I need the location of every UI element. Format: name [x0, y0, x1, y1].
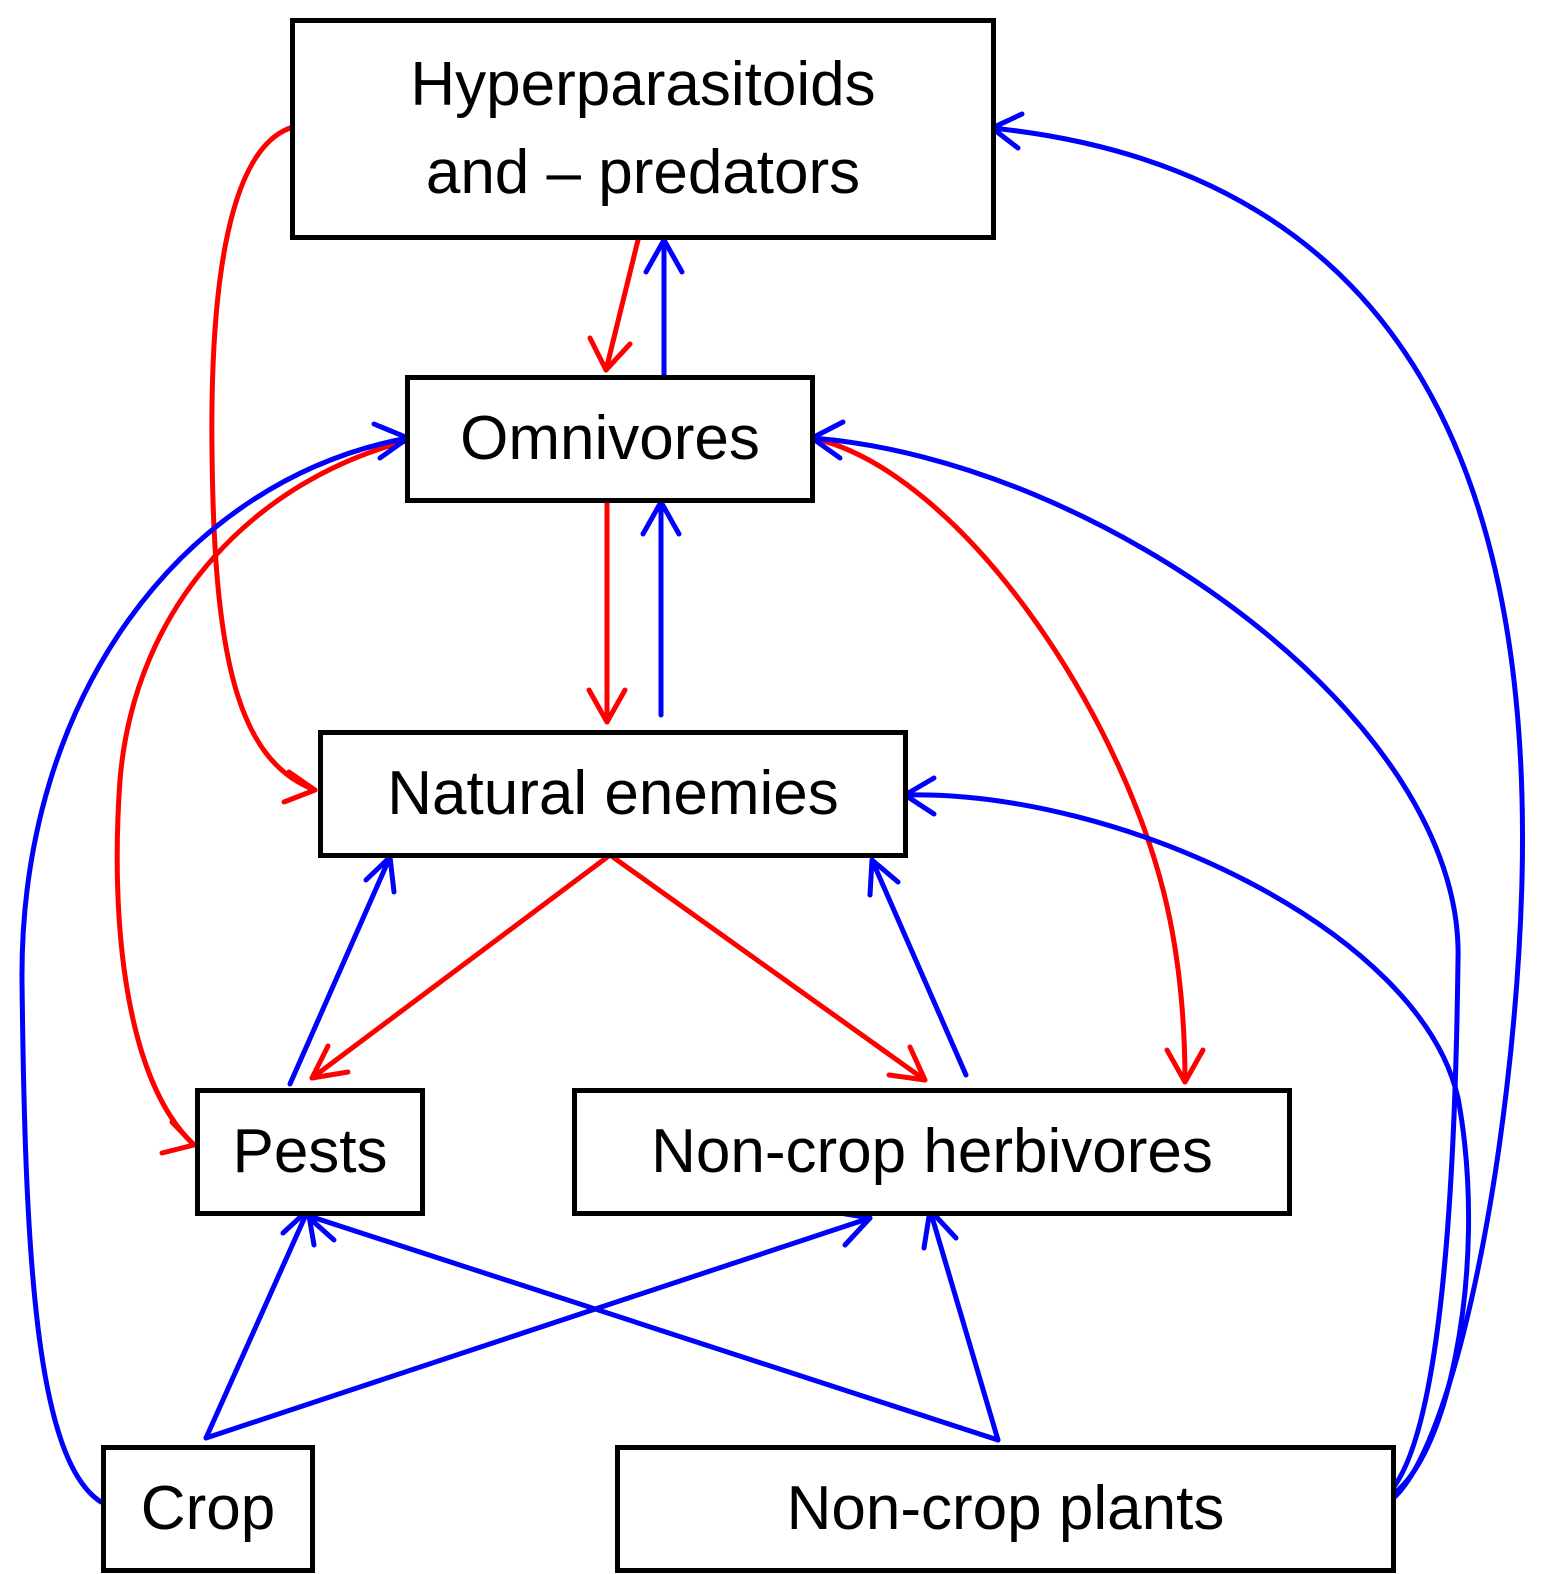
- node-hyperparasitoids: Hyperparasitoids and – predators: [290, 18, 996, 240]
- node-hyperparasitoids-line1: Hyperparasitoids: [410, 50, 876, 119]
- edge-omnivores-to-natural-enemies: [586, 497, 628, 725]
- edge-noncrop-plants-to-noncrop-herbivores: [921, 1207, 1001, 1443]
- edge-natural-enemies-to-pests: [309, 852, 613, 1081]
- edge-natural-enemies-to-noncrop-herbivores: [607, 852, 928, 1083]
- edge-noncrop-herbivores-to-natural-enemies: [867, 857, 969, 1078]
- edge-crop-to-pests: [203, 1207, 317, 1441]
- node-hyperparasitoids-line2: and – predators: [425, 138, 861, 207]
- edge-crop-to-noncrop-herbivores: [203, 1209, 873, 1441]
- node-natural-enemies: Natural enemies: [318, 730, 908, 858]
- edge-hyperparasitoids-to-natural-enemies: [209, 125, 318, 805]
- node-crop-label: Crop: [140, 1474, 276, 1543]
- edge-noncrop-plants-to-omnivores: [809, 419, 1461, 1503]
- node-noncrop-herbivores: Non-crop herbivores: [572, 1088, 1292, 1216]
- node-noncrop-plants: Non-crop plants: [615, 1445, 1396, 1573]
- edge-omnivores-to-noncrop-herbivores: [809, 435, 1206, 1085]
- node-pests: Pests: [195, 1088, 425, 1216]
- edge-omnivores-to-pests: [114, 439, 406, 1156]
- node-omnivores: Omnivores: [405, 375, 815, 503]
- node-pests-label: Pests: [232, 1117, 388, 1186]
- edge-crop-to-omnivores: [19, 421, 411, 1505]
- node-omnivores-label: Omnivores: [460, 404, 760, 473]
- edge-noncrop-plants-to-pests: [303, 1202, 1001, 1443]
- node-noncrop-plants-label: Non-crop plants: [786, 1474, 1225, 1543]
- edge-natural-enemies-to-omnivores: [640, 499, 682, 718]
- edge-omnivores-to-hyperparasitoids: [643, 237, 685, 378]
- node-natural-enemies-label: Natural enemies: [387, 759, 839, 828]
- node-noncrop-herbivores-label: Non-crop herbivores: [651, 1117, 1213, 1186]
- edge-pests-to-natural-enemies: [287, 854, 397, 1087]
- node-crop: Crop: [101, 1445, 315, 1573]
- edge-hyperparasitoids-to-omnivores: [587, 237, 641, 373]
